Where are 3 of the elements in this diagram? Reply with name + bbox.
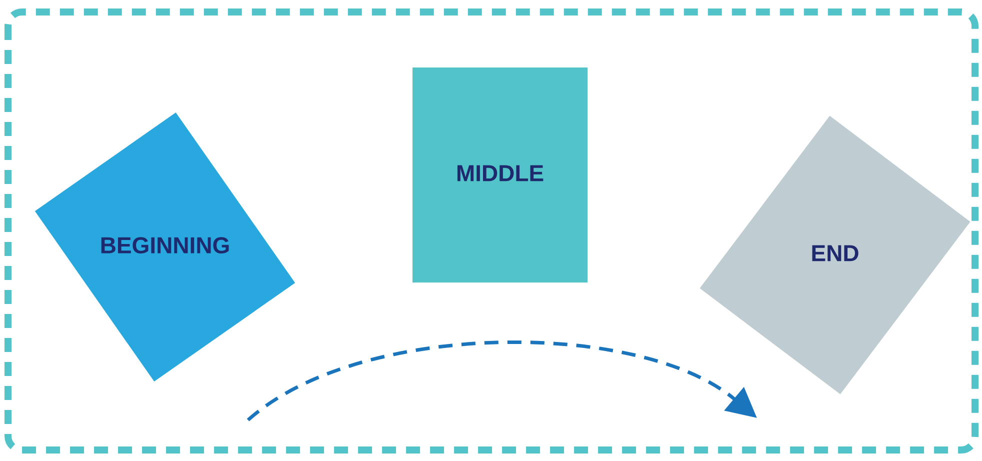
tilted-box: BEGINNING (34, 112, 296, 382)
box: MIDDLE (412, 68, 588, 282)
tilted-box: END (700, 116, 970, 394)
